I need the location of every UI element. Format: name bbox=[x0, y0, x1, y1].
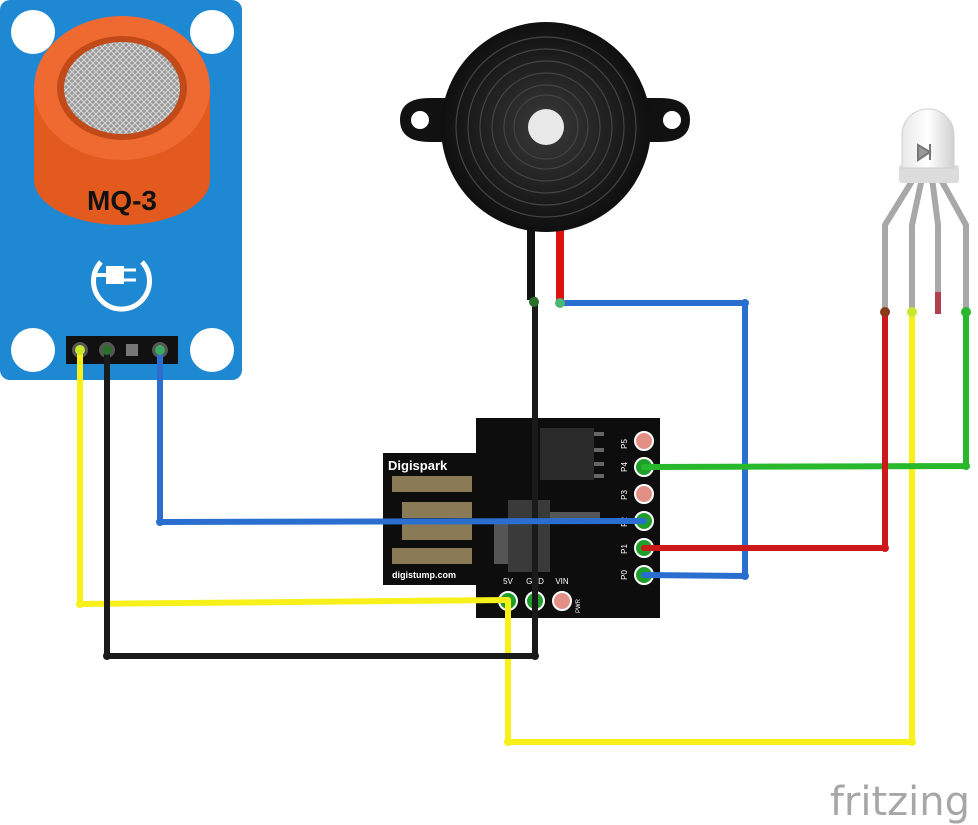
piezo-buzzer bbox=[400, 22, 690, 300]
rgb-led bbox=[882, 108, 969, 314]
buzzer-center bbox=[528, 109, 564, 145]
header-pin bbox=[126, 344, 138, 356]
pin-label: 5V bbox=[503, 577, 513, 586]
sensor-mesh bbox=[64, 42, 180, 134]
usb-pad bbox=[402, 524, 472, 540]
pin-label: VIN bbox=[555, 577, 569, 586]
pin-label: P3 bbox=[620, 490, 629, 500]
pin-label: P5 bbox=[620, 439, 629, 449]
board-url: digistump.com bbox=[392, 570, 456, 580]
usb-pad bbox=[392, 548, 472, 564]
wire-endpoints bbox=[75, 297, 971, 746]
mq3-sensor-module: MQ-3 bbox=[0, 0, 242, 380]
sensor-label: MQ-3 bbox=[87, 185, 157, 216]
pin-p3 bbox=[634, 484, 654, 504]
mounting-hole bbox=[190, 328, 234, 372]
pin-label: P0 bbox=[620, 570, 629, 580]
usb-pad bbox=[402, 502, 472, 518]
pin-label: P1 bbox=[620, 544, 629, 554]
pin-label: P4 bbox=[620, 462, 629, 472]
digispark-board: Digispark digistump.com P5 P4 P3 P2 P1 P… bbox=[383, 418, 660, 618]
wire-blue-buzzer bbox=[557, 300, 748, 579]
wire-red-led bbox=[641, 309, 888, 551]
mounting-hole bbox=[11, 328, 55, 372]
gas-sensor-cap: MQ-3 bbox=[34, 16, 210, 225]
usb-pad bbox=[392, 476, 472, 492]
voltage-regulator bbox=[508, 500, 550, 572]
wire-black-sensor-gnd bbox=[104, 347, 538, 659]
power-plug-icon bbox=[91, 260, 152, 312]
wire-green-led bbox=[641, 309, 969, 470]
pwr-label: PWR bbox=[576, 598, 582, 613]
mounting-hole bbox=[11, 10, 55, 54]
mounting-hole bbox=[190, 10, 234, 54]
pin-p5 bbox=[634, 431, 654, 451]
fritzing-watermark: fritzing bbox=[830, 779, 970, 825]
board-name: Digispark bbox=[388, 458, 448, 473]
mcu-chip bbox=[540, 428, 594, 480]
pin-vin bbox=[552, 591, 572, 611]
wire-yellow-led-common bbox=[505, 309, 915, 745]
